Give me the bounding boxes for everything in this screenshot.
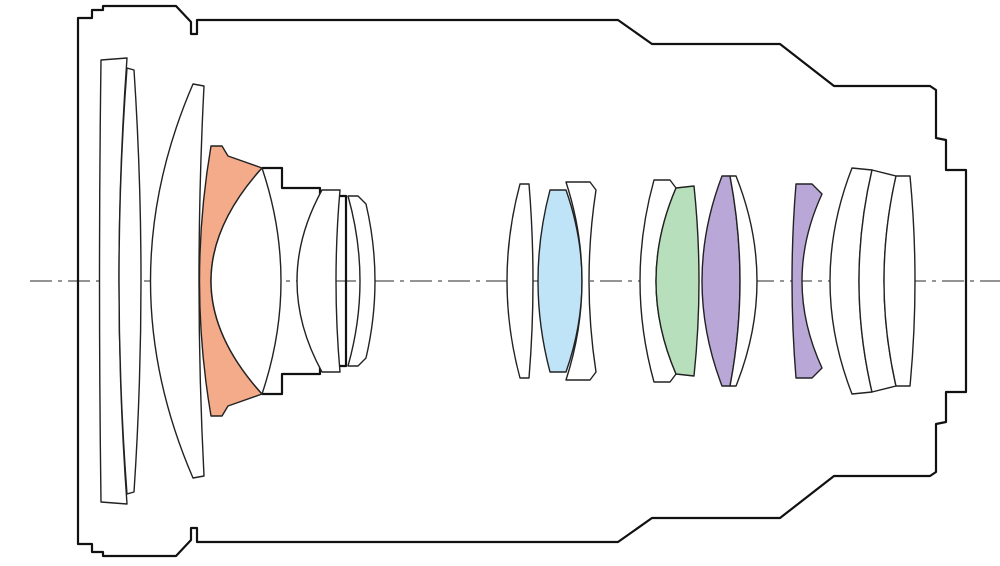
lens-element-8 bbox=[506, 183, 534, 379]
lens-element-10 bbox=[565, 181, 597, 381]
lens-element-7 bbox=[347, 195, 376, 367]
lens-element-5 bbox=[210, 167, 282, 395]
lens-element-15 bbox=[791, 183, 823, 379]
lens-element-12 bbox=[655, 185, 700, 377]
lens-element-13 bbox=[701, 175, 741, 387]
barrel-outline-top bbox=[76, 4, 968, 281]
lens-element-2 bbox=[118, 67, 142, 495]
lens-element-3 bbox=[149, 83, 205, 479]
front-group-mount bbox=[262, 166, 348, 396]
lens-element-18 bbox=[883, 175, 916, 387]
lens-element-6 bbox=[296, 189, 341, 373]
lens-element-14 bbox=[729, 175, 758, 387]
barrel-outline-bottom bbox=[76, 281, 968, 558]
